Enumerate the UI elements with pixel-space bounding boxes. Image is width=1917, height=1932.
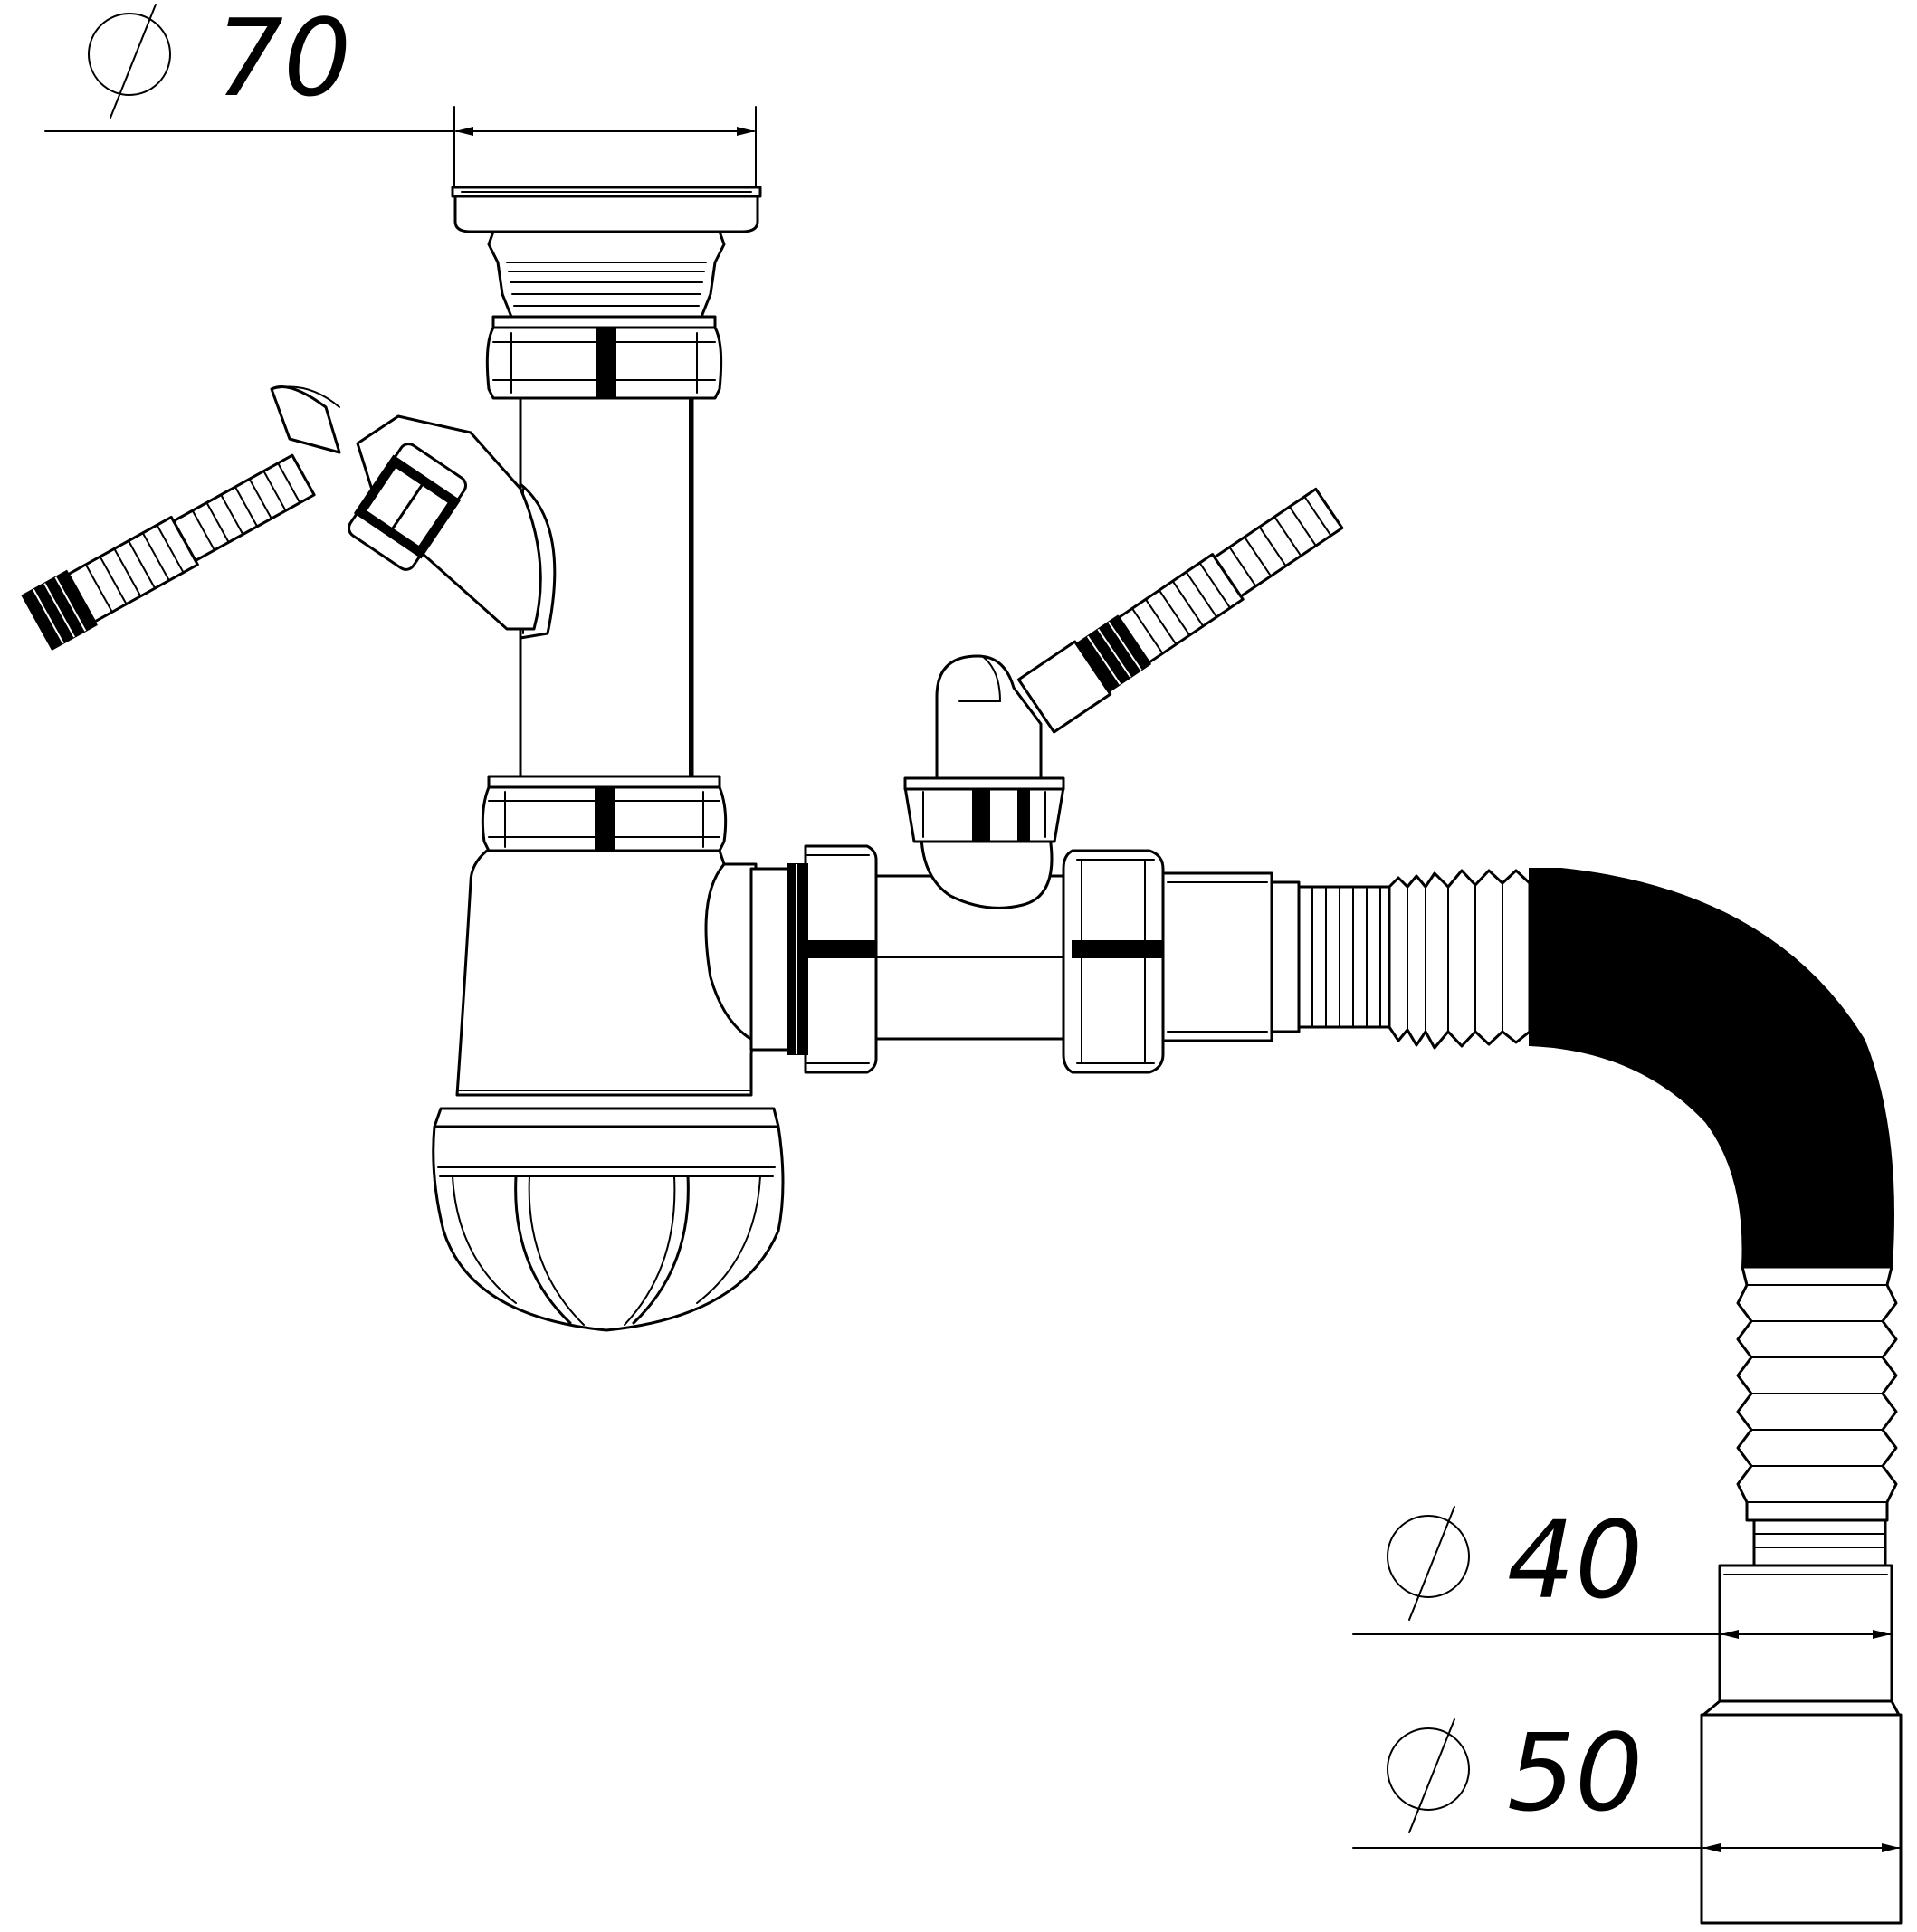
lower-union-nut — [481, 775, 728, 852]
dimension-d50: 50 — [1352, 1710, 1900, 1852]
left-side-inlet — [21, 385, 542, 652]
d70-value: 70 — [215, 0, 351, 120]
vertical-pipe-tee — [519, 396, 694, 778]
horizontal-branch — [749, 844, 1301, 1074]
sink-outlet — [451, 186, 762, 319]
dimension-d70: 70 — [44, 0, 757, 186]
dimension-d40: 40 — [1352, 1498, 1891, 1639]
right-side-inlet — [903, 487, 1344, 909]
d40-value: 40 — [1507, 1498, 1643, 1623]
d50-value: 50 — [1507, 1710, 1643, 1835]
upper-union-nut — [485, 315, 723, 400]
bottle-trap — [432, 849, 785, 1332]
